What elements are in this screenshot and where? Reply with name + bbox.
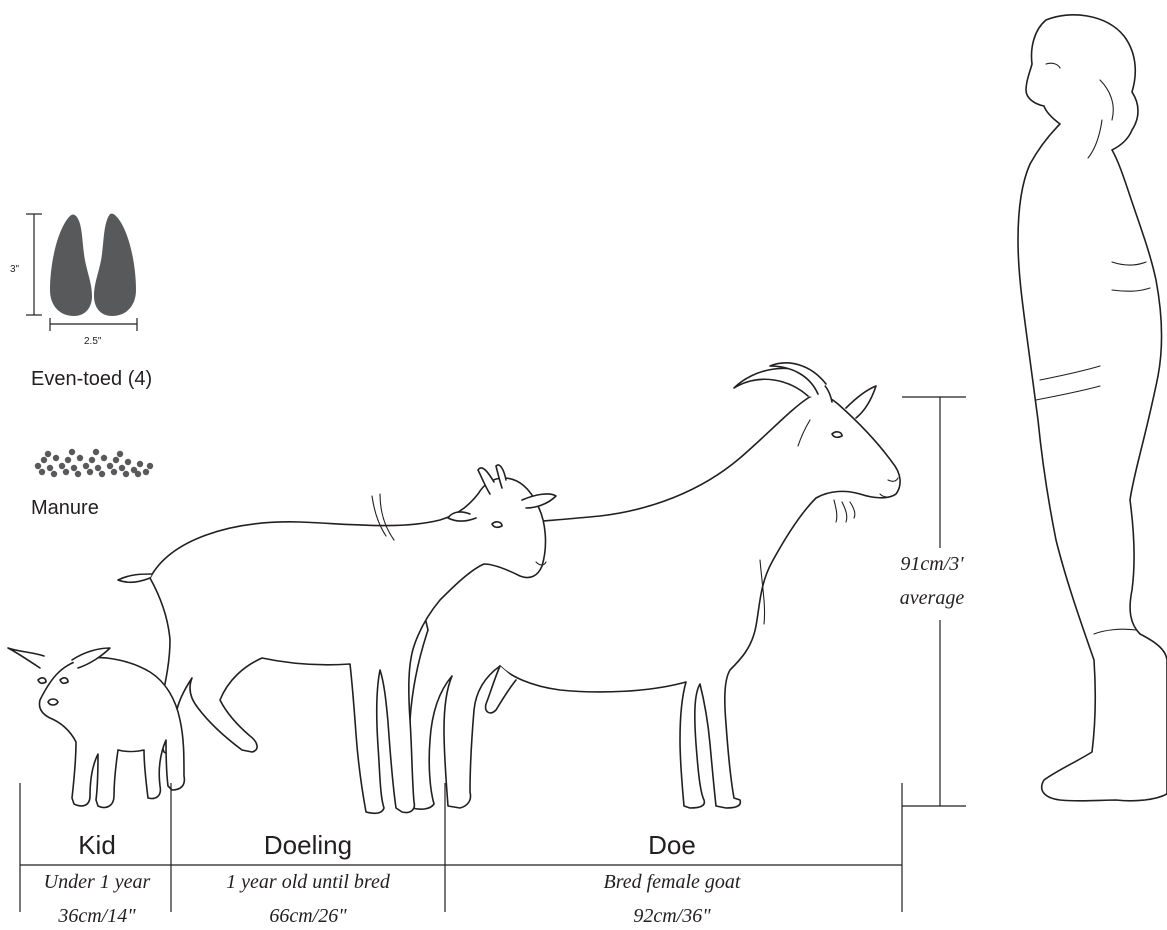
stage-length-kid: 36cm/14" (57, 905, 136, 927)
manure-pellet (69, 449, 75, 455)
manure-pellet (39, 469, 45, 475)
stage-name-doeling: Doeling (264, 830, 352, 860)
manure-pellet (75, 471, 81, 477)
manure-pellet (137, 461, 143, 467)
hoof-right-icon (94, 214, 136, 316)
manure-pellet (87, 469, 93, 475)
manure-pellet (147, 463, 153, 469)
manure-pellet (59, 463, 65, 469)
height-scale: 91cm/3' average (900, 397, 966, 806)
stage-name-kid: Kid (78, 830, 116, 860)
hoof-left-icon (50, 215, 92, 317)
manure-pellet (89, 457, 95, 463)
stage-description-doeling: 1 year old until bred (226, 871, 391, 893)
manure-pellet (77, 455, 83, 461)
manure-pellet (101, 455, 107, 461)
manure-pellet (71, 465, 77, 471)
person-illustration (1018, 15, 1167, 801)
manure-pellet (135, 471, 141, 477)
manure-pellet (119, 465, 125, 471)
manure-pellet (53, 455, 59, 461)
manure-pellet (111, 469, 117, 475)
track-width-label: 2.5" (84, 336, 102, 347)
manure-pellet (51, 471, 57, 477)
manure-pellet (45, 451, 51, 457)
track-caption: Even-toed (4) (31, 368, 152, 390)
manure-pellet (113, 457, 119, 463)
height-scale-line1: 91cm/3' (900, 553, 964, 575)
track-height-label: 3" (10, 264, 20, 275)
height-scale-line2: average (900, 587, 965, 609)
manure-pellet (95, 465, 101, 471)
stage-name-doe: Doe (648, 830, 696, 860)
manure-pellet (107, 463, 113, 469)
stage-description-kid: Under 1 year (44, 871, 151, 893)
doe-goat-illustration (409, 363, 900, 809)
stage-length-doe: 92cm/36" (633, 905, 711, 927)
stage-length-doeling: 66cm/26" (269, 905, 347, 927)
manure-pellet (123, 471, 129, 477)
kid-goat-illustration (8, 648, 184, 808)
manure-pellet (93, 449, 99, 455)
manure-pellet (99, 471, 105, 477)
manure-pellet (65, 457, 71, 463)
manure-pellet (117, 451, 123, 457)
manure-pellet (83, 463, 89, 469)
manure-pellet (35, 463, 41, 469)
manure-pellet (41, 457, 47, 463)
manure-caption: Manure (31, 497, 99, 519)
manure-pellet (125, 459, 131, 465)
manure-pellet (47, 465, 53, 471)
manure-pellets-icon (35, 449, 153, 477)
hoof-track-icon: 3" 2.5" Even-toed (4) (10, 214, 152, 390)
stage-description-doe: Bred female goat (603, 871, 740, 893)
manure-pellet (63, 469, 69, 475)
manure-pellet (143, 469, 149, 475)
